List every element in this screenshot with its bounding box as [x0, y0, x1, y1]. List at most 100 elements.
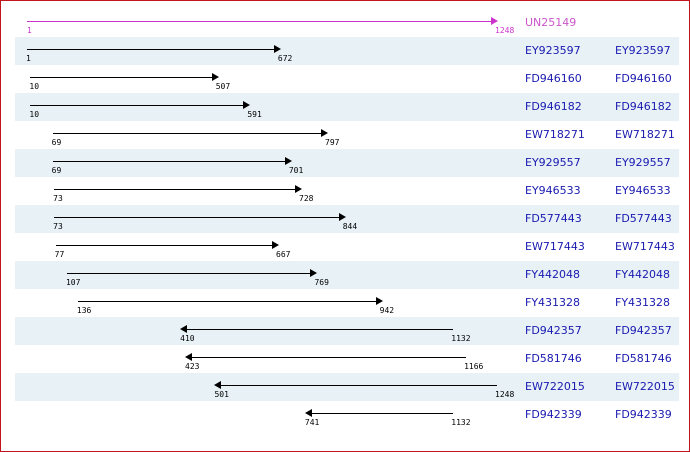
alignment-start-label: 1 — [26, 54, 31, 63]
arrow-left-icon — [180, 325, 188, 333]
accession-link-secondary[interactable]: EW718271 — [615, 128, 675, 141]
accession-link[interactable]: EY946533 — [525, 184, 581, 197]
alignment-end-label: 1132 — [451, 334, 471, 343]
accession-link[interactable]: FD946160 — [525, 72, 582, 85]
alignment-row: 501 1248 EW722015 EW722015 — [15, 373, 679, 401]
accession-link-secondary[interactable]: FD942357 — [615, 324, 672, 337]
alignment-end-label: 1132 — [451, 418, 471, 427]
accession-link[interactable]: FD942339 — [525, 408, 582, 421]
arrow-right-icon — [243, 101, 251, 109]
accession-link[interactable]: FY442048 — [525, 268, 581, 281]
reference-arrowhead-icon — [491, 17, 498, 25]
alignment-start-label: 10 — [29, 110, 40, 119]
arrow-right-icon — [338, 213, 346, 221]
arrow-right-icon — [273, 45, 281, 53]
alignment-bar — [186, 329, 454, 330]
alignment-start-label: 73 — [53, 194, 63, 203]
accession-link-secondary[interactable]: FD581746 — [615, 352, 672, 365]
accession-link[interactable]: EW717443 — [525, 240, 585, 253]
arrow-left-icon — [185, 353, 193, 361]
alignment-end-label: 942 — [379, 306, 395, 315]
arrow-right-icon — [310, 269, 318, 277]
alignment-start-label: 741 — [304, 418, 320, 427]
accession-link-secondary[interactable]: EY946533 — [615, 184, 671, 197]
alignment-row: 410 1132 FD942357 FD942357 — [15, 317, 679, 345]
alignment-bar — [55, 245, 273, 246]
alignment-start-label: 410 — [180, 334, 195, 343]
alignment-start-label: 107 — [65, 278, 81, 287]
alignment-end-label: 672 — [277, 54, 293, 63]
alignment-bar — [66, 273, 312, 274]
arrow-right-icon — [295, 185, 302, 193]
arrow-left-icon — [214, 381, 222, 389]
alignment-start-label: 501 — [214, 390, 229, 399]
reference-bar — [27, 21, 492, 22]
reference-start-label: 1 — [27, 26, 32, 35]
accession-link[interactable]: FY431328 — [525, 296, 581, 309]
alignment-start-label: 73 — [53, 222, 63, 231]
alignment-start-label: 69 — [51, 138, 62, 147]
accession-link-secondary[interactable]: FY431328 — [615, 296, 671, 309]
reference-row: 1 1248 UN25149 — [15, 9, 679, 37]
alignment-end-label: 667 — [276, 250, 291, 259]
alignment-row: 136 942 FY431328 FY431328 — [15, 289, 679, 317]
reference-id-link[interactable]: UN25149 — [525, 16, 577, 29]
accession-link-secondary[interactable]: EW717443 — [615, 240, 675, 253]
arrow-right-icon — [284, 157, 292, 165]
alignment-end-label: 769 — [314, 278, 329, 287]
alignment-bar — [220, 385, 497, 386]
accession-link-secondary[interactable]: FY442048 — [615, 268, 671, 281]
alignment-bar — [30, 105, 245, 106]
alignment-start-label: 136 — [76, 306, 92, 315]
alignment-row: 77 667 EW717443 EW717443 — [15, 233, 679, 261]
alignment-bar — [52, 161, 286, 162]
arrow-right-icon — [375, 297, 383, 305]
alignment-row: 69 797 EW718271 EW718271 — [15, 121, 679, 149]
alignment-row: 69 701 EY929557 EY929557 — [15, 149, 679, 177]
accession-link-secondary[interactable]: FD946160 — [615, 72, 672, 85]
accession-link[interactable]: FD942357 — [525, 324, 582, 337]
arrow-right-icon — [272, 241, 280, 249]
accession-link-secondary[interactable]: FD942339 — [615, 408, 672, 421]
alignment-end-label: 591 — [247, 110, 262, 119]
alignment-bar — [52, 133, 322, 134]
reference-end-label: 1248 — [495, 26, 515, 35]
accession-link-secondary[interactable]: EY929557 — [615, 156, 671, 169]
accession-link[interactable]: EW722015 — [525, 380, 585, 393]
alignment-row: 10 591 FD946182 FD946182 — [15, 93, 679, 121]
arrow-right-icon — [211, 73, 219, 81]
alignment-start-label: 77 — [54, 250, 65, 259]
alignment-row: 1 672 EY923597 EY923597 — [15, 37, 679, 65]
accession-link[interactable]: EY923597 — [525, 44, 581, 57]
accession-link[interactable]: EW718271 — [525, 128, 585, 141]
alignment-end-label: 1248 — [495, 390, 515, 399]
alignment-end-label: 844 — [342, 222, 358, 231]
alignment-bar — [54, 189, 296, 190]
alignment-bar — [310, 413, 454, 414]
alignment-bar — [30, 77, 213, 78]
accession-link-secondary[interactable]: FD577443 — [615, 212, 672, 225]
alignment-row: 73 844 FD577443 FD577443 — [15, 205, 679, 233]
alignment-row: 107 769 FY442048 FY442048 — [15, 261, 679, 289]
alignment-start-label: 423 — [185, 362, 200, 371]
accession-link[interactable]: FD946182 — [525, 100, 582, 113]
accession-link[interactable]: FD581746 — [525, 352, 582, 365]
accession-link[interactable]: EY929557 — [525, 156, 581, 169]
alignment-end-label: 701 — [288, 166, 304, 175]
accession-link-secondary[interactable]: EW722015 — [615, 380, 675, 393]
alignment-start-label: 69 — [51, 166, 62, 175]
accession-link[interactable]: FD577443 — [525, 212, 582, 225]
alignment-end-label: 797 — [325, 138, 340, 147]
accession-link-secondary[interactable]: FD946182 — [615, 100, 672, 113]
arrow-right-icon — [321, 129, 329, 137]
alignment-bar — [191, 357, 467, 358]
accession-link-secondary[interactable]: EY923597 — [615, 44, 671, 57]
alignment-start-label: 10 — [29, 82, 40, 91]
arrow-left-icon — [304, 409, 312, 417]
alignment-bar — [77, 301, 377, 302]
